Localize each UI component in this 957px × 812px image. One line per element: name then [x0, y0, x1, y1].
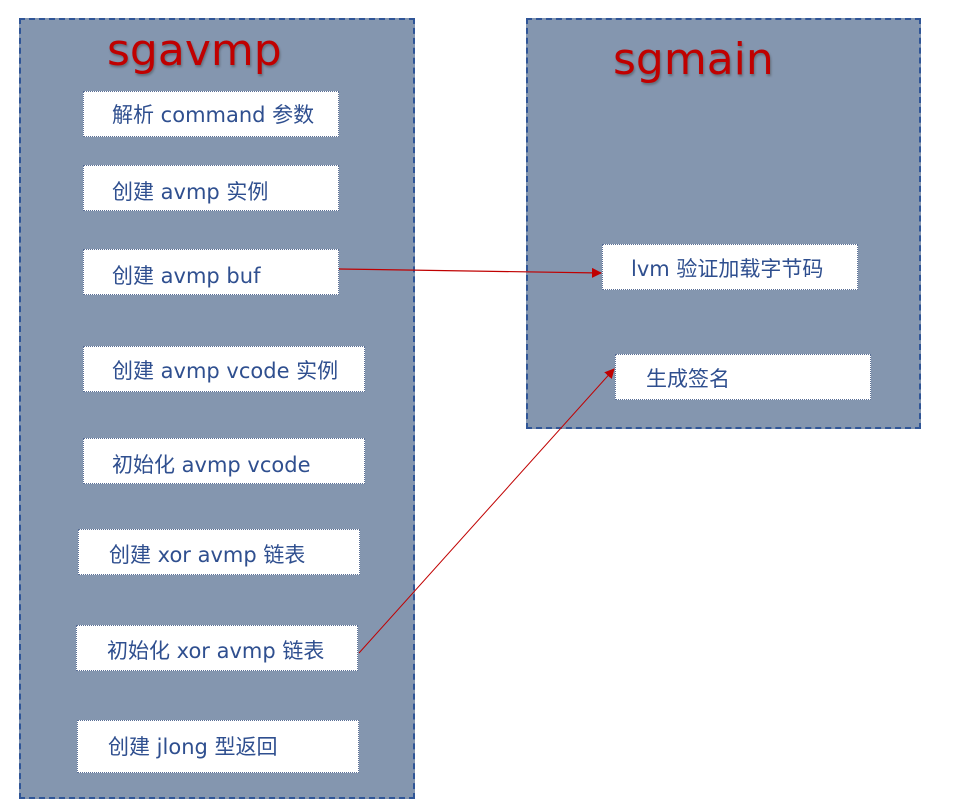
step-init-xor-avmp-list: 初始化 xor avmp 链表 — [76, 625, 358, 671]
step-generate-signature: 生成签名 — [615, 354, 871, 400]
sgavmp-title: sgavmp — [107, 25, 282, 76]
step-init-avmp-vcode: 初始化 avmp vcode — [83, 438, 365, 484]
sgmain-title: sgmain — [613, 34, 774, 85]
step-create-xor-avmp-list: 创建 xor avmp 链表 — [78, 529, 360, 575]
step-label: 初始化 xor avmp 链表 — [107, 639, 325, 663]
step-parse-command-args: 解析 command 参数 — [83, 91, 339, 137]
step-create-avmp-instance: 创建 avmp 实例 — [83, 165, 339, 211]
step-label: 初始化 avmp vcode — [112, 453, 311, 477]
step-label: 创建 avmp vcode 实例 — [112, 359, 339, 383]
step-label: 创建 jlong 型返回 — [108, 735, 278, 759]
step-label: lvm 验证加载字节码 — [631, 257, 824, 281]
step-label: 生成签名 — [646, 367, 730, 391]
step-create-avmp-vcode-instance: 创建 avmp vcode 实例 — [83, 346, 365, 392]
step-label: 创建 xor avmp 链表 — [109, 543, 306, 567]
step-create-avmp-buf: 创建 avmp buf — [83, 249, 339, 295]
step-label: 解析 command 参数 — [112, 103, 315, 127]
step-lvm-verify-load-bytecode: lvm 验证加载字节码 — [602, 244, 858, 290]
step-create-jlong-return: 创建 jlong 型返回 — [77, 720, 359, 773]
step-label: 创建 avmp 实例 — [112, 180, 269, 204]
step-label: 创建 avmp buf — [112, 264, 261, 288]
